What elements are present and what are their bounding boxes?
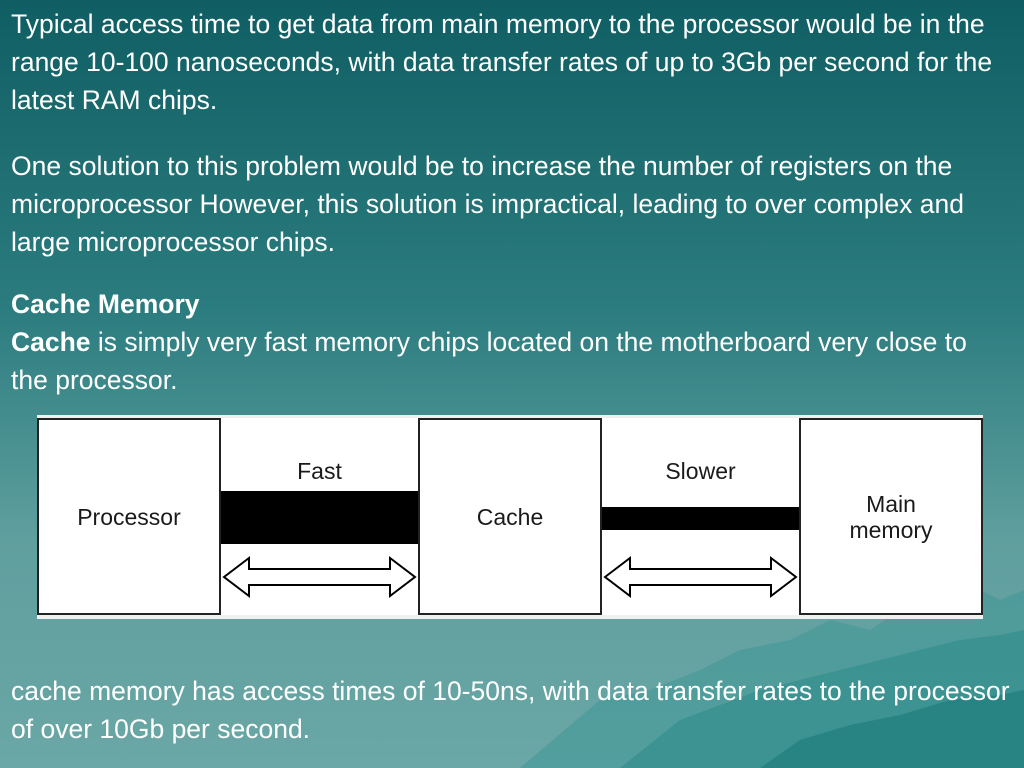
double-arrow-icon	[222, 555, 417, 599]
paragraph-cache-speed: cache memory has access times of 10-50ns…	[11, 676, 1010, 744]
processor-label: Processor	[77, 503, 181, 530]
definition-term: Cache	[11, 327, 91, 357]
slower-label: Slower	[665, 458, 736, 484]
paragraph-solution: One solution to this problem would be to…	[11, 151, 964, 257]
cache-box: Cache	[418, 418, 602, 615]
paragraph-access-time: Typical access time to get data from mai…	[11, 9, 993, 115]
slower-link: Slower	[602, 418, 799, 615]
main-memory-label-line1: Main	[866, 490, 916, 517]
fast-link: Fast	[221, 418, 418, 615]
main-memory-label-line2: memory	[849, 516, 933, 543]
fast-bus-bar	[221, 491, 418, 544]
definition-text: is simply very fast memory chips located…	[11, 327, 967, 395]
cache-label: Cache	[476, 503, 544, 530]
double-arrow-icon	[603, 555, 798, 599]
cache-definition: Cache is simply very fast memory chips l…	[11, 323, 1011, 399]
fast-label: Fast	[297, 458, 342, 484]
processor-box: Processor	[37, 418, 221, 615]
slower-bus-bar	[602, 507, 799, 530]
section-heading: Cache Memory	[11, 289, 200, 319]
